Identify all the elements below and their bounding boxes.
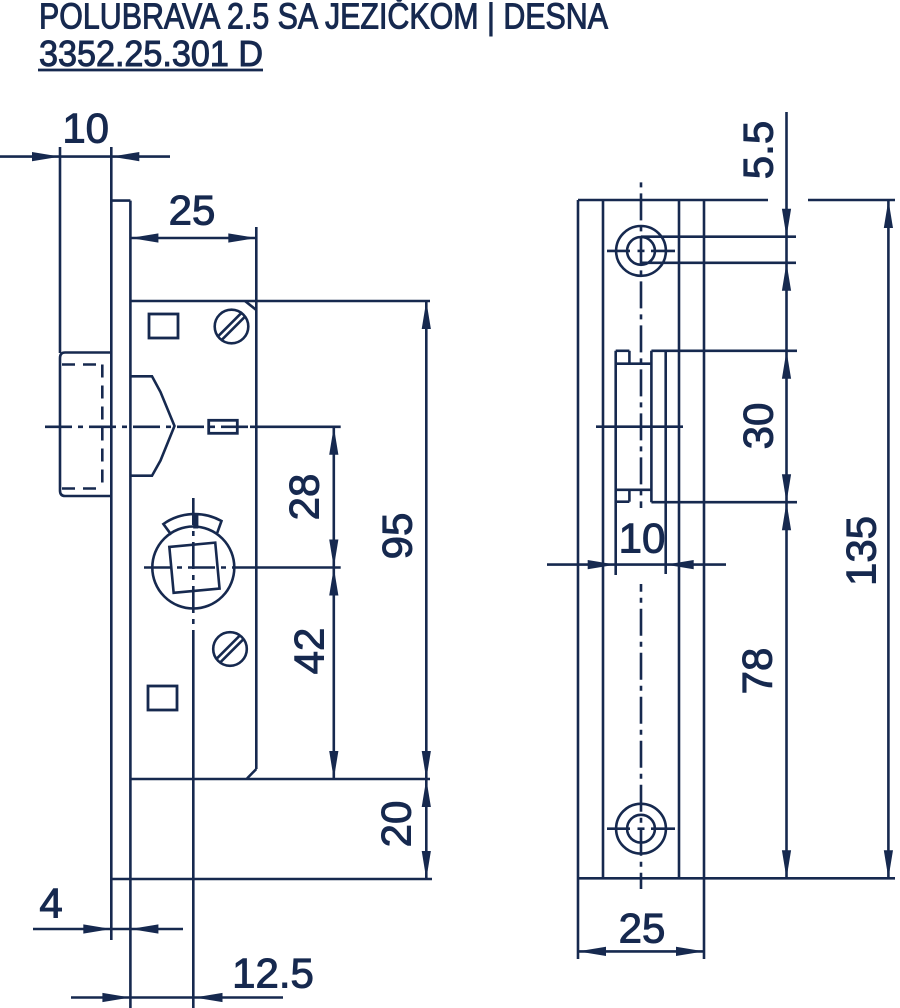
svg-text:5.5: 5.5 [735,121,782,179]
svg-text:4: 4 [39,880,62,927]
svg-text:30: 30 [735,403,782,450]
svg-text:10: 10 [619,515,666,562]
svg-text:25: 25 [619,905,666,952]
svg-text:25: 25 [169,187,216,234]
svg-text:20: 20 [373,801,420,848]
svg-text:42: 42 [286,628,333,675]
svg-text:28: 28 [281,474,328,521]
svg-text:POLUBRAVA 2.5 SA JEZIČKOM | DE: POLUBRAVA 2.5 SA JEZIČKOM | DESNA [39,0,608,37]
svg-text:3352.25.301 D: 3352.25.301 D [39,33,263,74]
svg-text:135: 135 [838,516,885,586]
svg-text:10: 10 [62,105,109,152]
svg-text:12.5: 12.5 [232,950,314,997]
svg-text:95: 95 [374,513,421,560]
svg-text:78: 78 [734,648,781,695]
